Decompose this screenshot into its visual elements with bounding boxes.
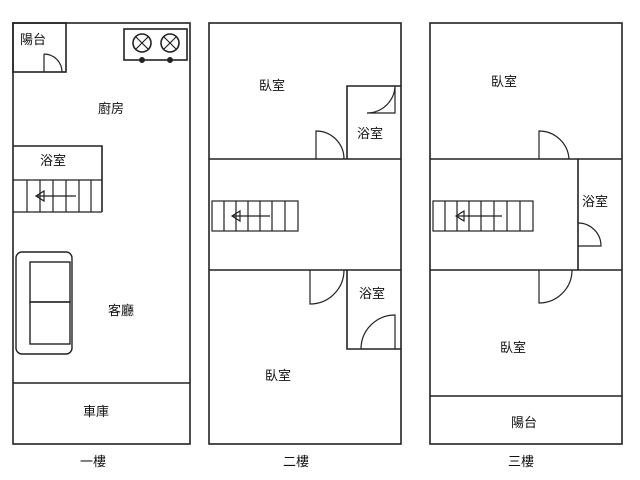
floor-2-upper-bathroom-walls (346, 85, 401, 159)
stove-icon (123, 28, 188, 63)
room-label-bathroom: 浴室 (40, 154, 67, 169)
balcony-door-icon (43, 53, 63, 73)
floor-label-3: 三樓 (508, 455, 535, 470)
room-label-bathroom: 浴室 (582, 195, 609, 210)
room-label-bedroom-front: 臥室 (259, 79, 286, 94)
stairs-arrow-icon (34, 189, 76, 203)
room-label-living-room: 客廳 (108, 304, 135, 319)
floor-1-outline (12, 22, 191, 445)
floor-2-stairs (211, 200, 299, 232)
bedroom-door-icon (315, 130, 345, 160)
bedroom-door-icon (538, 269, 573, 304)
floor-1-balcony-walls (12, 22, 67, 73)
stairs-arrow-icon (230, 209, 270, 223)
bedroom-door-icon (309, 269, 345, 305)
floor-3-stairs (432, 200, 534, 232)
bathroom-door-icon (577, 222, 602, 247)
stairs-arrow-icon (454, 209, 502, 223)
room-label-balcony: 陽台 (511, 416, 538, 431)
room-label-bedroom-rear: 臥室 (265, 369, 292, 384)
room-label-kitchen: 廚房 (98, 102, 125, 117)
bedroom-door-icon (538, 130, 570, 160)
room-label-bedroom-rear: 臥室 (500, 341, 527, 356)
floor-label-1: 一樓 (80, 455, 107, 470)
sofa-icon (15, 251, 73, 355)
floor-1-stairs (13, 179, 102, 213)
floor-3-outline (429, 22, 623, 445)
room-label-bathroom-upper: 浴室 (357, 127, 384, 142)
floor-2-outline (208, 22, 402, 445)
room-label-bathroom-lower: 浴室 (359, 287, 386, 302)
floor-3-plan (429, 22, 623, 445)
room-label-balcony: 陽台 (20, 33, 47, 48)
room-label-garage: 車庫 (83, 405, 110, 420)
floor-2-plan (208, 22, 402, 445)
room-label-bedroom-front: 臥室 (491, 75, 518, 90)
floor-2-lower-bathroom-walls (346, 270, 401, 350)
bathroom-door-icon (366, 85, 396, 114)
floor-1-plan (12, 22, 191, 445)
floor-label-2: 二樓 (283, 455, 310, 470)
bathroom-door-icon (360, 314, 396, 350)
floor-1-bathroom-walls (13, 145, 103, 212)
